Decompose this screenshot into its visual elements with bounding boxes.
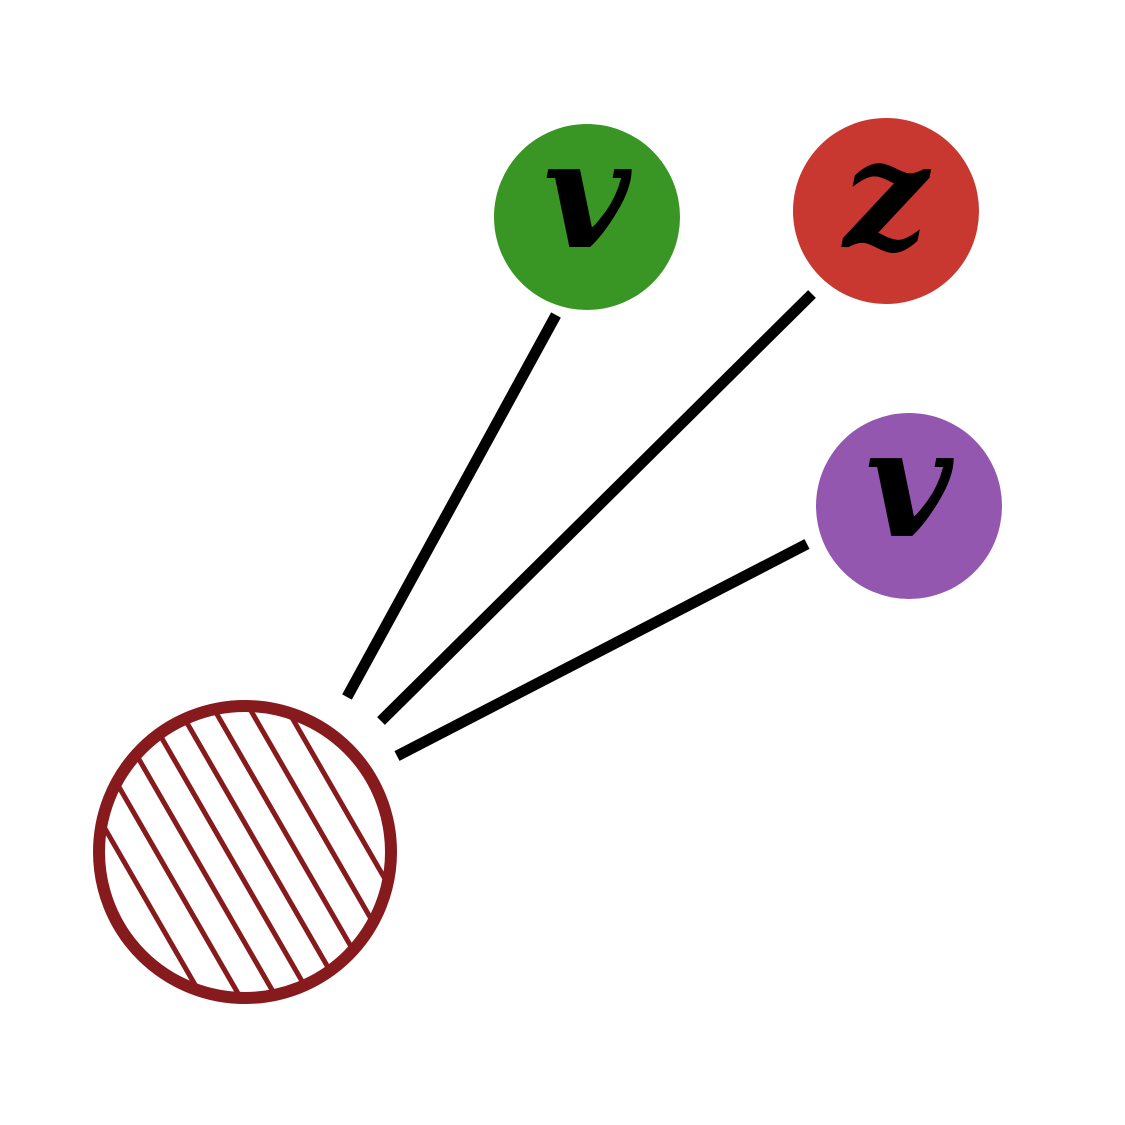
node-green-v: v	[494, 107, 680, 310]
node-label: v	[865, 396, 954, 572]
node-circle	[494, 124, 680, 310]
blob-fill	[99, 706, 391, 998]
node-circle	[816, 413, 1002, 599]
node-red-z: z	[793, 107, 979, 304]
hatched-blob	[93, 700, 397, 1004]
node-circle	[793, 118, 979, 304]
edge-to-red-z	[377, 290, 816, 725]
node-label: z	[840, 107, 931, 283]
edge-to-purple-v	[394, 539, 810, 761]
hatch-line	[99, 706, 208, 998]
hatch-line	[273, 706, 391, 998]
node-label: v	[543, 107, 632, 283]
hatch-line	[131, 706, 317, 998]
node-purple-v: v	[816, 396, 1002, 599]
edges	[342, 290, 816, 761]
edge-to-green-v	[342, 312, 561, 700]
hatch-line	[99, 706, 246, 998]
blob-outline	[93, 700, 397, 1004]
hatch-line	[165, 706, 351, 998]
